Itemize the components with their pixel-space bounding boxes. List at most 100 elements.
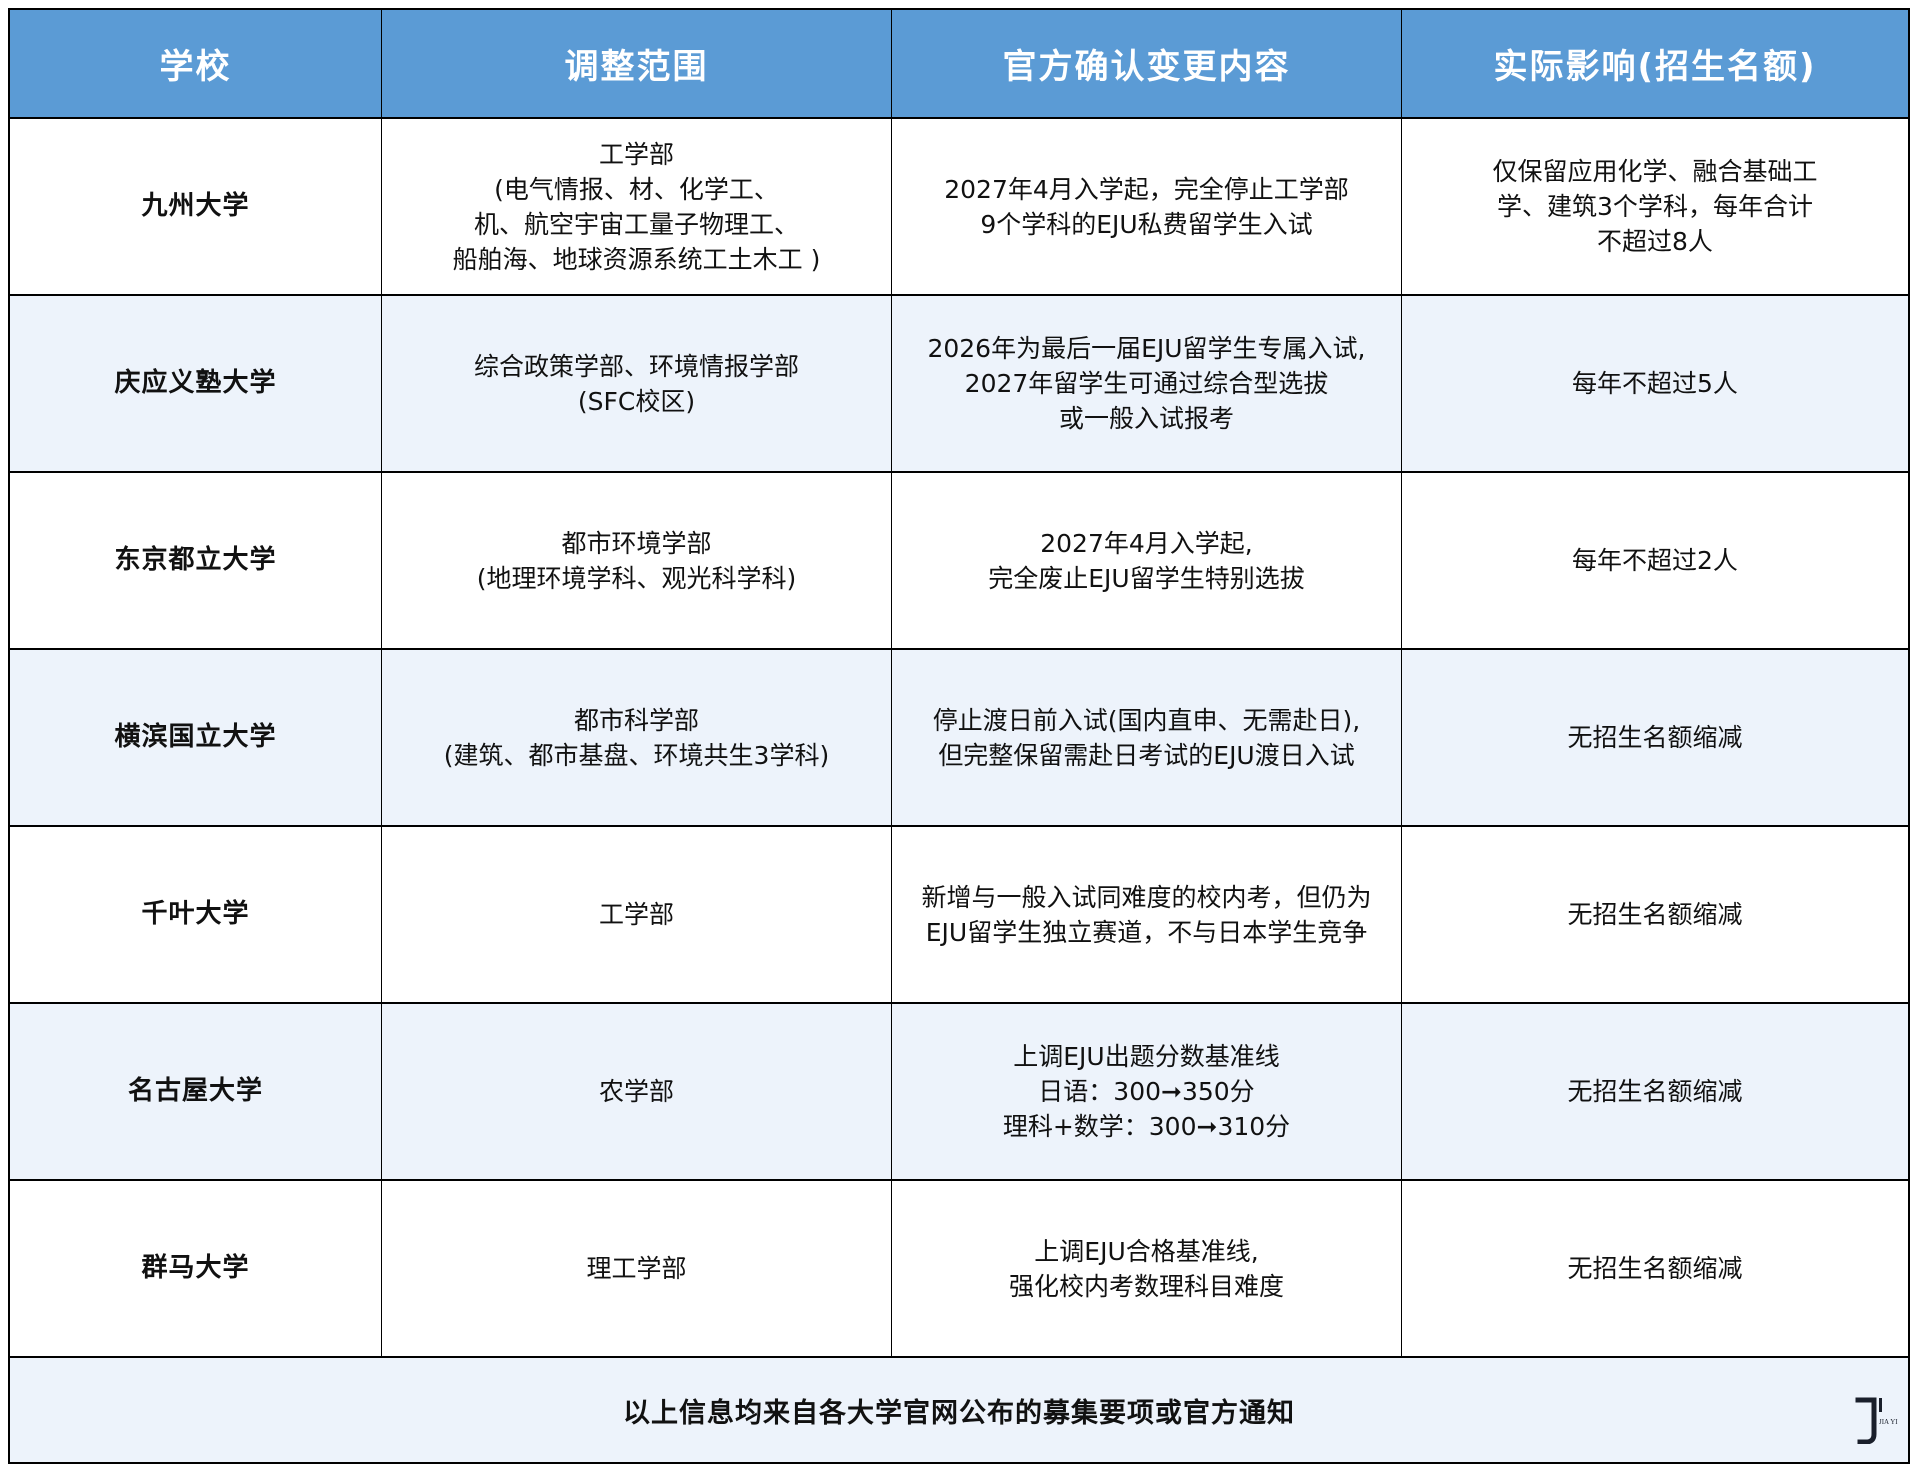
- scope-cell: 农学部: [381, 1004, 891, 1179]
- table-row: 千叶大学 工学部 新增与一般入试同难度的校内考，但仍为 EJU留学生独立赛道，不与日本…: [10, 825, 1908, 1002]
- text-line: 9个学科的EJU私费留学生入试: [980, 209, 1313, 239]
- text-line: 仅保留应用化学、融合基础工: [1492, 157, 1818, 186]
- header-school: 学校: [159, 47, 232, 87]
- text-line: 机、航空宇宙工量子物理工、: [473, 209, 799, 239]
- text-line: (电气情报、材、化学工、: [494, 174, 779, 204]
- scope-cell-lines: 综合政策学部、环境情报学部 (SFC校区): [474, 349, 799, 419]
- table-row: 东京都立大学 都市环境学部 (地理环境学科、观光科学科) 2027年4月入学起, 完全废…: [10, 471, 1908, 648]
- school-cell: 东京都立大学: [114, 545, 277, 575]
- text-line: 或一般入试报考: [1058, 404, 1234, 433]
- text-line: 强化校内考数理科目难度: [1008, 1271, 1284, 1301]
- header-impact: 实际影响(招生名额): [1401, 10, 1908, 117]
- change-cell: 2026年为最后一届EJU留学生专属入试, 2027年留学生可通过综合型选拔或一般…: [891, 296, 1401, 471]
- impact-cell: 无招生名额缩减: [1401, 650, 1908, 825]
- school-cell: 千叶大学: [141, 899, 250, 929]
- source-note: 以上信息均来自各大学官网公布的募集要项或官方通知: [623, 1397, 1295, 1429]
- text-line: 上调EJU出题分数基准线: [1013, 1042, 1280, 1071]
- school-cell: 名古屋大学: [127, 1076, 263, 1106]
- text-line: 工学部: [598, 900, 674, 929]
- impact-cell-lines: 仅保留应用化学、融合基础工学、建筑3个学科，每年合计不超过8人: [1492, 154, 1817, 259]
- change-cell: 新增与一般入试同难度的校内考，但仍为 EJU留学生独立赛道，不与日本学生竞争: [891, 827, 1401, 1002]
- change-cell: 2027年4月入学起，完全停止工学部 9个学科的EJU私费留学生入试: [891, 119, 1401, 294]
- school-cell: 群马大学: [141, 1253, 250, 1283]
- text-line: 学、建筑3个学科，每年合计: [1497, 192, 1813, 221]
- text-line: EJU留学生独立赛道，不与日本学生竞争: [925, 917, 1368, 947]
- text-line: 都市环境学部: [561, 528, 712, 558]
- school-cell: 九州大学: [141, 191, 250, 221]
- text-line: 工学部: [598, 139, 674, 169]
- text-line: 但完整保留需赴日考试的EJU渡日入试: [938, 740, 1355, 770]
- scope-cell: 都市环境学部 (地理环境学科、观光科学科): [381, 473, 891, 648]
- change-cell: 上调EJU合格基准线, 强化校内考数理科目难度: [891, 1181, 1401, 1356]
- table-row: 名古屋大学 农学部 上调EJU出题分数基准线日语：300➞350分理科+数学：300…: [10, 1002, 1908, 1179]
- school-cell: 庆应义塾大学: [114, 368, 277, 398]
- text-line: 无招生名额缩减: [1567, 723, 1743, 752]
- text-line: 综合政策学部、环境情报学部: [473, 351, 799, 381]
- impact-cell-lines: 无招生名额缩减: [1567, 1074, 1742, 1109]
- university-changes-table: 学校 调整范围 官方确认变更内容 实际影响(招生名额) 九州大学工学部(电气情报…: [8, 8, 1910, 1464]
- text-line: 理科+数学：300➞310分: [1002, 1112, 1291, 1141]
- impact-cell: 无招生名额缩减: [1401, 827, 1908, 1002]
- impact-cell: 无招生名额缩减: [1401, 1181, 1908, 1356]
- change-cell-lines: 上调EJU合格基准线, 强化校内考数理科目难度: [1009, 1234, 1284, 1304]
- table-row: 庆应义塾大学 综合政策学部、环境情报学部 (SFC校区) 2026年为最后一届EJU留…: [10, 294, 1908, 471]
- text-line: (地理环境学科、观光科学科): [476, 563, 797, 593]
- change-cell-lines: 2027年4月入学起, 完全废止EJU留学生特别选拔: [988, 526, 1304, 596]
- text-line: (建筑、都市基盘、环境共生3学科): [443, 740, 830, 770]
- impact-cell-lines: 无招生名额缩减: [1567, 720, 1742, 755]
- impact-cell: 每年不超过2人: [1401, 473, 1908, 648]
- text-line: 2027年4月入学起，完全停止工学部: [944, 174, 1349, 204]
- text-line: (SFC校区): [577, 386, 696, 416]
- text-line: 每年不超过2人: [1572, 546, 1738, 575]
- change-cell: 停止渡日前入试(国内直申、无需赴日), 但完整保留需赴日考试的EJU渡日入试: [891, 650, 1401, 825]
- jiayi-logo-icon: JIA YI: [1854, 1394, 1900, 1444]
- text-line: 农学部: [598, 1077, 674, 1106]
- change-cell-lines: 2026年为最后一届EJU留学生专属入试, 2027年留学生可通过综合型选拔或一般…: [927, 331, 1365, 436]
- text-line: 无招生名额缩减: [1567, 1254, 1743, 1283]
- svg-text:JIA YI: JIA YI: [1879, 1418, 1898, 1426]
- text-line: 船舶海、地球资源系统工土木工 ): [452, 244, 821, 274]
- text-line: 日语：300➞350分: [1038, 1077, 1255, 1106]
- scope-cell: 工学部: [381, 827, 891, 1002]
- scope-cell-lines: 都市环境学部 (地理环境学科、观光科学科): [477, 526, 797, 596]
- header-change: 官方确认变更内容: [891, 10, 1401, 117]
- text-line: 理工学部: [586, 1254, 687, 1283]
- impact-cell-lines: 每年不超过5人: [1572, 366, 1738, 401]
- text-line: 都市科学部: [573, 705, 699, 735]
- impact-cell-lines: 无招生名额缩减: [1567, 897, 1742, 932]
- text-line: 完全废止EJU留学生特别选拔: [988, 563, 1305, 593]
- school-cell: 横滨国立大学: [114, 722, 277, 752]
- table-row: 横滨国立大学 都市科学部 (建筑、都市基盘、环境共生3学科) 停止渡日前入试(国内直申…: [10, 648, 1908, 825]
- text-line: 停止渡日前入试(国内直申、无需赴日),: [932, 705, 1361, 735]
- scope-cell-lines: 工学部: [599, 897, 674, 932]
- change-cell: 上调EJU出题分数基准线日语：300➞350分理科+数学：300➞310分: [891, 1004, 1401, 1179]
- change-cell-lines: 2027年4月入学起，完全停止工学部 9个学科的EJU私费留学生入试: [944, 172, 1349, 242]
- text-line: 新增与一般入试同难度的校内考，但仍为: [921, 882, 1372, 912]
- impact-cell: 无招生名额缩减: [1401, 1004, 1908, 1179]
- header-scope: 调整范围: [381, 10, 891, 117]
- impact-cell: 仅保留应用化学、融合基础工学、建筑3个学科，每年合计不超过8人: [1401, 119, 1908, 294]
- scope-cell-lines: 工学部 (电气情报、材、化学工、机、航空宇宙工量子物理工、船舶海、地球资源系统工土…: [453, 137, 821, 277]
- change-cell-lines: 新增与一般入试同难度的校内考，但仍为 EJU留学生独立赛道，不与日本学生竞争: [921, 880, 1371, 950]
- text-line: 不超过8人: [1597, 227, 1713, 256]
- impact-cell-lines: 无招生名额缩减: [1567, 1251, 1742, 1286]
- scope-cell: 都市科学部 (建筑、都市基盘、环境共生3学科): [381, 650, 891, 825]
- text-line: 2026年为最后一届EJU留学生专属入试,: [927, 334, 1366, 363]
- scope-cell: 工学部 (电气情报、材、化学工、机、航空宇宙工量子物理工、船舶海、地球资源系统工土…: [381, 119, 891, 294]
- change-cell-lines: 上调EJU出题分数基准线日语：300➞350分理科+数学：300➞310分: [1003, 1039, 1290, 1144]
- scope-cell: 综合政策学部、环境情报学部 (SFC校区): [381, 296, 891, 471]
- text-line: 无招生名额缩减: [1567, 900, 1743, 929]
- scope-cell: 理工学部: [381, 1181, 891, 1356]
- text-line: 2027年留学生可通过综合型选拔: [964, 369, 1329, 398]
- scope-cell-lines: 农学部: [599, 1074, 674, 1109]
- table-row: 九州大学 工学部 (电气情报、材、化学工、机、航空宇宙工量子物理工、船舶海、地球资源…: [10, 117, 1908, 294]
- change-cell: 2027年4月入学起, 完全废止EJU留学生特别选拔: [891, 473, 1401, 648]
- scope-cell-lines: 理工学部: [586, 1251, 686, 1286]
- change-cell-lines: 停止渡日前入试(国内直申、无需赴日), 但完整保留需赴日考试的EJU渡日入试: [933, 703, 1360, 773]
- impact-cell: 每年不超过5人: [1401, 296, 1908, 471]
- table-footer: 以上信息均来自各大学官网公布的募集要项或官方通知 JIA YI: [10, 1356, 1908, 1462]
- text-line: 2027年4月入学起,: [1040, 528, 1253, 558]
- table-body: 九州大学工学部(电气情报、材、化学工、机、航空宇宙工量子物理工、船舶海、地球资源…: [10, 117, 1908, 1356]
- text-line: 上调EJU合格基准线,: [1034, 1236, 1259, 1266]
- table-row: 群马大学 理工学部 上调EJU合格基准线, 强化校内考数理科目难度 无招生名额缩减: [10, 1179, 1908, 1356]
